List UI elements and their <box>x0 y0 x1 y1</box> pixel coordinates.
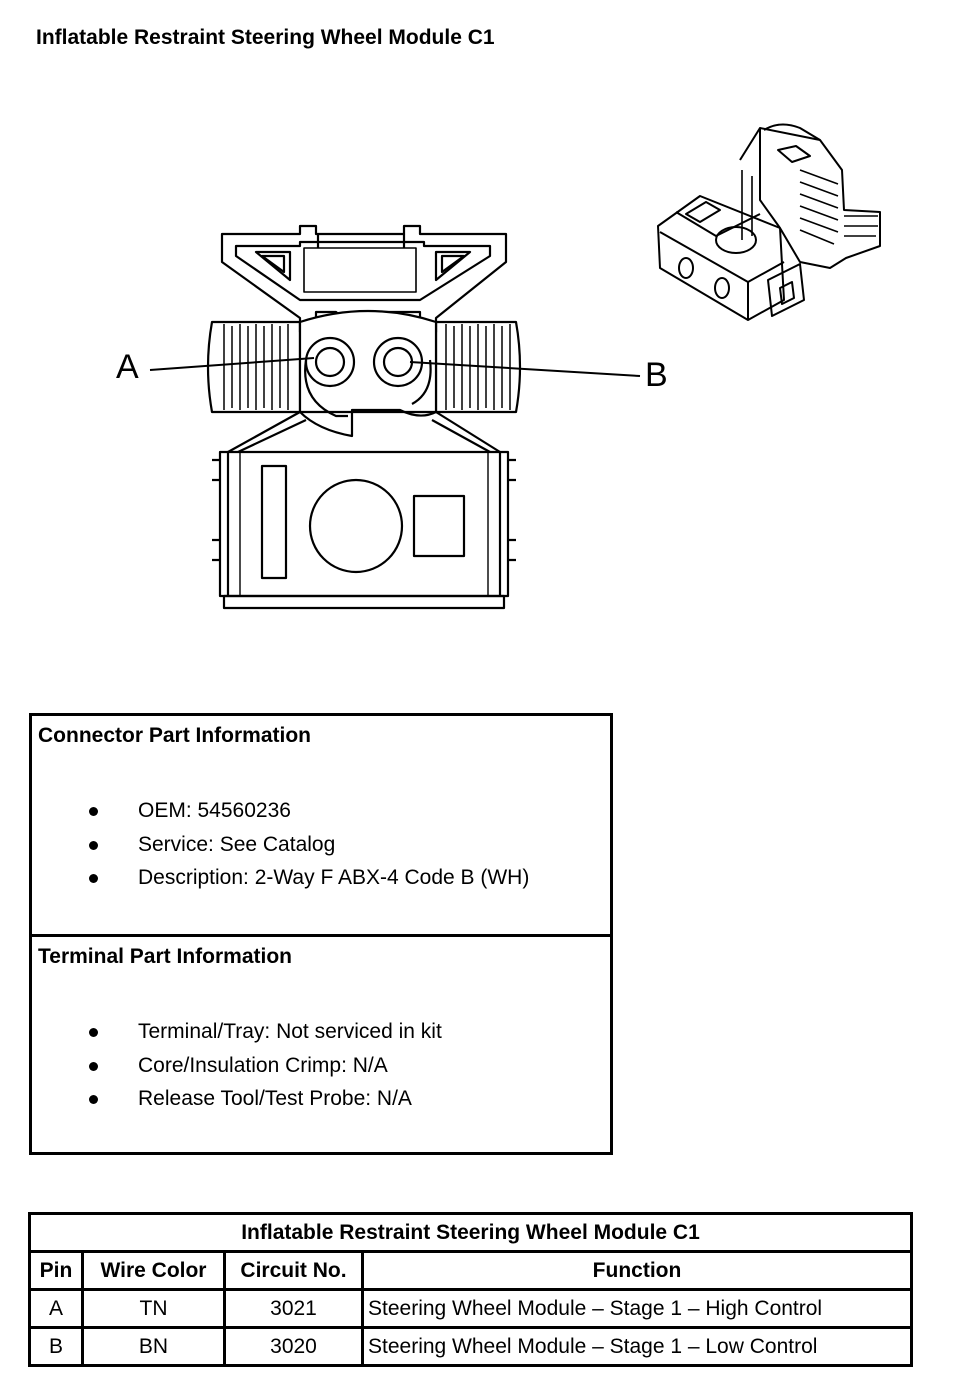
connector-part-info-heading: Connector Part Information <box>38 724 312 747</box>
cell-circuit-no: 3021 <box>223 1288 364 1329</box>
table-row: A TN 3021 Steering Wheel Module – Stage … <box>28 1288 913 1329</box>
bullet-icon <box>89 807 98 816</box>
cell-function: Steering Wheel Module – Stage 1 – High C… <box>361 1288 913 1329</box>
list-item: Service: See Catalog <box>32 828 529 862</box>
bullet-icon <box>89 874 98 883</box>
list-item-text: Terminal/Tray: Not serviced in kit <box>138 1020 442 1043</box>
bullet-icon <box>89 1095 98 1104</box>
cell-function: Steering Wheel Module – Stage 1 – Low Co… <box>361 1326 913 1367</box>
terminal-part-info-heading: Terminal Part Information <box>38 945 292 968</box>
table-header-row: Pin Wire Color Circuit No. Function <box>28 1250 913 1291</box>
table-caption-row: Inflatable Restraint Steering Wheel Modu… <box>28 1212 913 1253</box>
connector-part-info-list: OEM: 54560236 Service: See Catalog Descr… <box>32 794 529 895</box>
list-item: Description: 2-Way F ABX-4 Code B (WH) <box>32 861 529 895</box>
bullet-icon <box>89 1061 98 1071</box>
list-item: Core/Insulation Crimp: N/A <box>32 1049 442 1083</box>
list-item-text: Service: See Catalog <box>138 832 336 856</box>
pin-table: Inflatable Restraint Steering Wheel Modu… <box>28 1212 913 1367</box>
list-item-text: Release Tool/Test Probe: N/A <box>138 1087 412 1110</box>
connector-face-diagram <box>149 123 881 610</box>
list-item-text: OEM: 54560236 <box>138 799 291 822</box>
list-item-text: Core/Insulation Crimp: N/A <box>138 1053 388 1077</box>
callout-label-b: B <box>645 356 668 394</box>
cell-pin: A <box>28 1288 84 1329</box>
terminal-part-info: Terminal Part Information Terminal/Tray:… <box>32 937 610 1152</box>
connector-ribbed-body <box>206 309 522 438</box>
callout-leader-a <box>149 357 315 371</box>
terminal-cavities <box>304 336 424 388</box>
connector-isometric-view <box>657 123 881 321</box>
terminal-part-info-list: Terminal/Tray: Not serviced in kit Core/… <box>32 1015 442 1116</box>
column-header-pin: Pin <box>28 1250 84 1291</box>
bullet-icon <box>89 1028 98 1037</box>
callout-label-a: A <box>116 348 139 386</box>
cell-pin: B <box>28 1326 84 1367</box>
cell-circuit-no: 3020 <box>223 1326 364 1367</box>
table-caption: Inflatable Restraint Steering Wheel Modu… <box>28 1212 913 1253</box>
connector-lower-housing <box>212 410 516 610</box>
list-item: Release Tool/Test Probe: N/A <box>32 1082 442 1116</box>
connector-part-info: Connector Part Information OEM: 54560236… <box>32 716 610 937</box>
callout-leader-b <box>409 361 641 377</box>
column-header-circuit-no: Circuit No. <box>223 1250 364 1291</box>
list-item: OEM: 54560236 <box>32 794 529 828</box>
list-item: Terminal/Tray: Not serviced in kit <box>32 1015 442 1049</box>
column-header-wire-color: Wire Color <box>81 1250 226 1291</box>
page-title: Inflatable Restraint Steering Wheel Modu… <box>36 26 495 49</box>
column-header-function: Function <box>361 1250 913 1291</box>
cell-wire-color: TN <box>81 1288 226 1329</box>
part-info-box: Connector Part Information OEM: 54560236… <box>29 713 613 1155</box>
table-row: B BN 3020 Steering Wheel Module – Stage … <box>28 1326 913 1367</box>
cell-wire-color: BN <box>81 1326 226 1367</box>
bullet-icon <box>89 840 98 850</box>
list-item-text: Description: 2-Way F ABX-4 Code B (WH) <box>138 866 530 889</box>
